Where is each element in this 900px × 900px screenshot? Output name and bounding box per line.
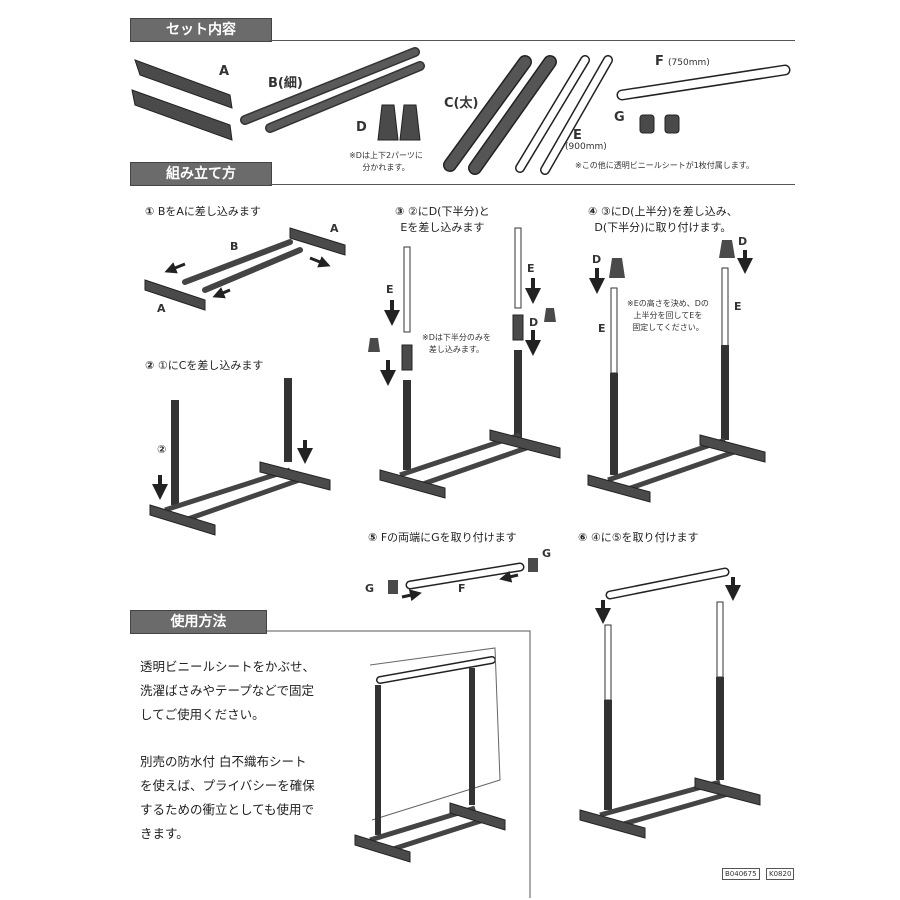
note-line: 固定してください。	[632, 323, 704, 332]
part-e-illustration	[515, 55, 613, 175]
part-c-label: C(太)	[444, 96, 479, 111]
step-3-note: ※Dは下半分のみを差し込みます。	[422, 332, 491, 356]
label-e: E	[527, 262, 535, 275]
section-header-usage: 使用方法	[130, 610, 267, 634]
label-c: ②	[157, 443, 167, 456]
label-a: A	[330, 222, 339, 235]
step1-illustration	[144, 227, 346, 311]
part-f-illustration	[616, 64, 791, 101]
step-1-title: ① BをAに差し込みます	[145, 204, 261, 220]
usage-frame	[265, 630, 531, 898]
step-text: Fの両端にGを取り付けます	[380, 531, 517, 544]
section-header-contents: セット内容	[130, 18, 272, 42]
step4-illustration	[587, 240, 766, 503]
section-header-assembly: 組み立て方	[130, 162, 272, 186]
step-number: ④	[588, 205, 598, 218]
part-a-label: A	[219, 64, 230, 79]
product-code: K0820	[766, 868, 795, 880]
note-line: ※Dは下半分のみを	[422, 333, 491, 342]
usage-paragraph-1: 透明ビニールシートをかぶせ、 洗濯ばさみやテープなどで固定 してご使用ください。	[140, 655, 315, 727]
step-text: ①にCを差し込みます	[157, 359, 264, 372]
step-text: BをAに差し込みます	[157, 205, 261, 218]
part-f-size: (750mm)	[668, 58, 710, 68]
divider	[270, 184, 795, 185]
step5-illustration	[388, 558, 538, 602]
usage-paragraph-2: 別売の防水付 白不織布シート を使えば、プライバシーを確保 するための衝立として…	[140, 750, 315, 846]
part-f-label: F	[655, 54, 664, 69]
part-b-label: B(細)	[268, 76, 303, 91]
text-line: 洗濯ばさみやテープなどで固定	[140, 683, 315, 698]
text-line: きます。	[140, 826, 189, 841]
part-e-label: E	[573, 128, 582, 143]
note-line: 分かれます。	[362, 163, 410, 172]
label-d: D	[738, 235, 748, 248]
part-d-label: D	[356, 120, 367, 135]
label-b: B	[230, 240, 239, 253]
note-line: 差し込みます。	[428, 345, 485, 354]
part-b-illustration	[240, 47, 425, 133]
step-text: ④に⑤を取り付けます	[590, 531, 699, 544]
step-number: ③	[395, 205, 405, 218]
usage-illustration	[354, 647, 506, 863]
label-f: F	[458, 582, 466, 595]
label-g: G	[542, 547, 552, 560]
label-e: E	[386, 283, 394, 296]
step-number: ⑤	[368, 531, 378, 544]
part-d-note: ※Dは上下2パーツに分かれます。	[336, 150, 436, 174]
step-4-note: ※Eの高さを決め、Dの上半分を回してEを固定してください。	[627, 298, 709, 334]
step6-illustration	[579, 567, 761, 839]
step-4-title: ④ ③にD(上半分)を差し込み、 D(下半分)に取り付けます。	[588, 204, 738, 236]
product-code: B040675	[722, 868, 760, 880]
step-text: ②にD(下半分)と	[407, 205, 490, 218]
text-line: 別売の防水付 白不織布シート	[140, 754, 307, 769]
step2-illustration	[149, 378, 331, 536]
step-3-title: ③ ②にD(下半分)と Eを差し込みます	[395, 204, 490, 236]
divider	[270, 40, 795, 41]
step-text: Eを差し込みます	[400, 221, 485, 234]
part-g-illustration	[639, 114, 680, 134]
step-text: ③にD(上半分)を差し込み、	[600, 205, 738, 218]
step-number: ②	[145, 359, 155, 372]
step-number: ①	[145, 205, 155, 218]
part-a-illustration	[131, 59, 233, 141]
step-text: D(下半分)に取り付けます。	[594, 221, 732, 234]
label-e: E	[734, 300, 742, 313]
label-d: D	[592, 253, 602, 266]
text-line: 透明ビニールシートをかぶせ、	[140, 659, 316, 674]
part-g-label: G	[614, 110, 625, 125]
step-5-title: ⑤ Fの両端にGを取り付けます	[368, 530, 517, 546]
part-d-illustration	[377, 104, 421, 141]
text-line: してご使用ください。	[140, 707, 265, 722]
note-line: 上半分を回してEを	[633, 311, 703, 320]
step-2-title: ② ①にCを差し込みます	[145, 358, 263, 374]
note-line: ※Dは上下2パーツに	[349, 151, 423, 160]
label-d: D	[529, 316, 539, 329]
part-e-size: (900mm)	[565, 142, 607, 152]
text-line: するための衝立としても使用で	[140, 802, 315, 817]
extra-parts-note: ※この他に透明ビニールシートが1枚付属します。	[575, 161, 754, 170]
step-6-title: ⑥ ④に⑤を取り付けます	[578, 530, 699, 546]
text-line: を使えば、プライバシーを確保	[140, 778, 315, 793]
label-g: G	[365, 582, 375, 595]
label-e: E	[598, 322, 606, 335]
part-c-illustration	[443, 55, 557, 175]
label-a: A	[157, 302, 166, 315]
step3-illustration	[368, 227, 561, 499]
note-line: ※Eの高さを決め、Dの	[627, 299, 709, 308]
step-number: ⑥	[578, 531, 588, 544]
